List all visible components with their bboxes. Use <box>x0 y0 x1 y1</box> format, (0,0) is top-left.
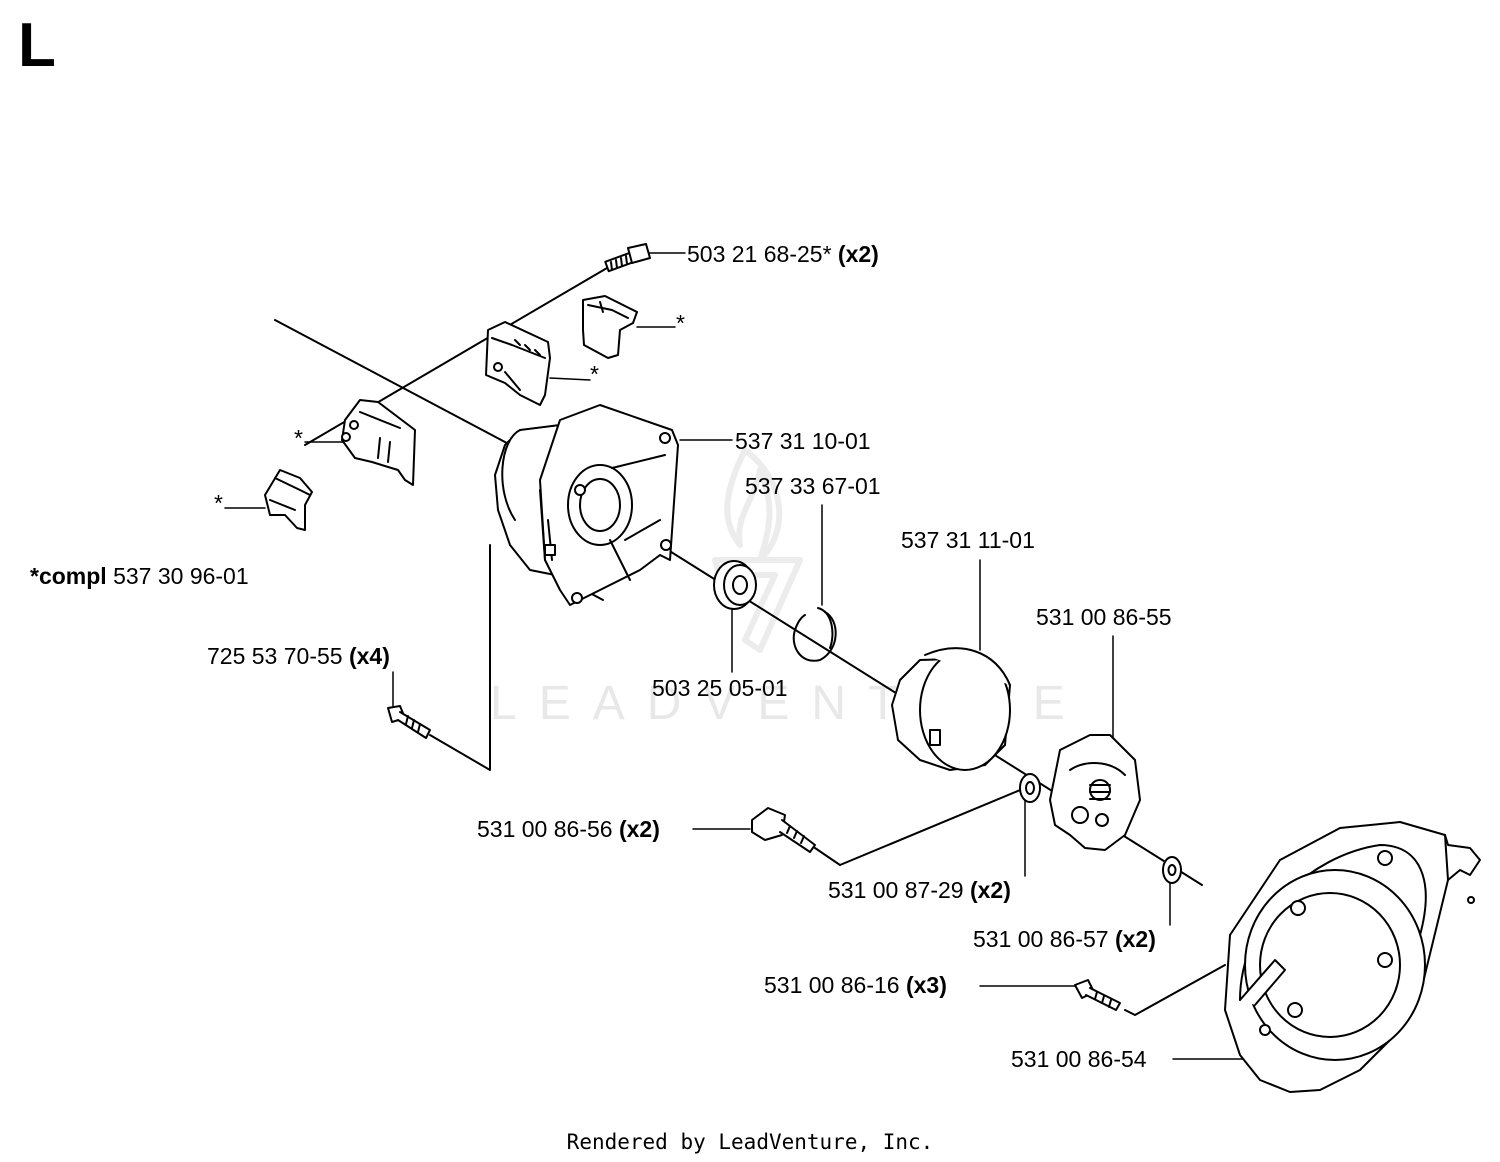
cap-shell-left-icon <box>342 400 415 485</box>
section-letter: L <box>18 11 56 80</box>
cap-shell-lower-left-icon <box>265 470 312 530</box>
washer-small-icon <box>1163 857 1181 883</box>
screw-top-icon <box>605 244 650 271</box>
circlip-icon <box>794 608 836 661</box>
compl-note: *compl 537 30 96-01 <box>30 563 249 589</box>
label-537-31-10-01: 537 31 10-01 <box>735 428 871 454</box>
asterisk-label-4: * <box>214 490 223 516</box>
asterisk-label-3: * <box>294 425 303 451</box>
leader-lines <box>225 253 1265 1059</box>
screw-bottom-icon <box>1075 980 1120 1010</box>
label-531-00-86-57: 531 00 86-57 (x2) <box>973 926 1156 952</box>
label-725-53-70-55: 725 53 70-55 (x4) <box>207 643 390 669</box>
label-531-00-86-56: 531 00 86-56 (x2) <box>477 816 660 842</box>
label-537-31-11-01: 537 31 11-01 <box>901 527 1035 553</box>
clutch-housing-icon <box>495 405 678 605</box>
footer-credit: Rendered by LeadVenture, Inc. <box>566 1130 934 1154</box>
shoulder-bolt-icon <box>752 808 815 852</box>
clutch-shoe-icon <box>1050 735 1140 850</box>
label-531-00-86-16: 531 00 86-16 (x3) <box>764 972 947 998</box>
cap-shell-upper-right-icon <box>583 296 637 358</box>
washer-icon <box>1020 774 1040 802</box>
label-531-00-86-54: 531 00 86-54 <box>1011 1046 1147 1072</box>
clutch-drum-icon <box>892 648 1010 770</box>
asterisk-label-1: * <box>676 310 685 336</box>
asterisk-label-2: * <box>590 361 599 387</box>
cap-shell-upper-icon <box>486 322 550 405</box>
bearing-icon <box>714 561 756 609</box>
label-531-00-87-29: 531 00 87-29 (x2) <box>828 877 1011 903</box>
label-537-33-67-01: 537 33 67-01 <box>745 473 881 499</box>
screw-left-icon <box>388 706 430 738</box>
label-503-25-05-01: 503 25 05-01 <box>652 675 788 701</box>
fan-cover-icon <box>1225 822 1480 1092</box>
label-503-21-68-25: 503 21 68-25* (x2) <box>687 241 879 267</box>
label-531-00-86-55: 531 00 86-55 <box>1036 604 1172 630</box>
